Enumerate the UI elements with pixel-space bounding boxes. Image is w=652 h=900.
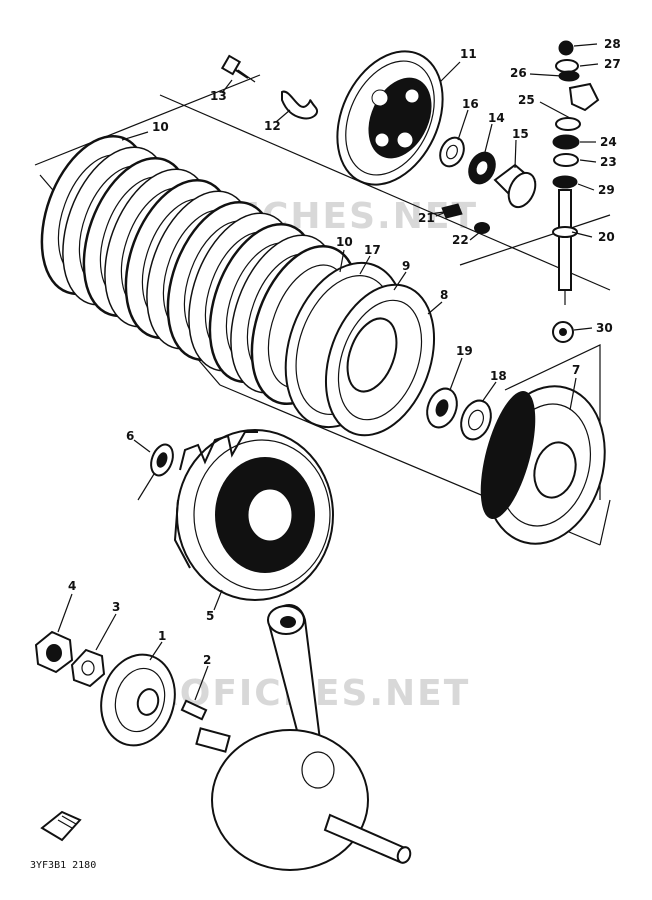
- callout-3: 3: [112, 600, 120, 614]
- clutch-spring: [281, 90, 318, 120]
- nut-22: [474, 222, 490, 234]
- callout-22: 22: [452, 233, 469, 247]
- callout-13: 13: [210, 89, 227, 103]
- callout-4: 4: [68, 579, 76, 593]
- clutch-bolt: [220, 54, 256, 83]
- callout-18: 18: [490, 369, 507, 383]
- nut-4: [34, 630, 74, 674]
- drawing-code: 3YF3B1 2180: [30, 860, 96, 871]
- pressure-plate: [336, 50, 444, 186]
- thrust-washer-6: [150, 443, 174, 477]
- clutch-housing: [173, 429, 334, 601]
- primary-drive-gear-1: [100, 653, 176, 747]
- callout-14: 14: [488, 111, 505, 125]
- washer-18: [460, 399, 492, 441]
- callout-30: 30: [596, 321, 613, 335]
- callout-11: 11: [460, 47, 477, 61]
- callout-25: 25: [518, 93, 535, 107]
- callout-20: 20: [598, 230, 615, 244]
- primary-driven-gear: [480, 385, 606, 545]
- bearing-14: [468, 151, 496, 185]
- callouts: 28 27 26 25 24 23 29 20 30 11 16 14 15 1…: [68, 37, 621, 667]
- bearing-19: [426, 387, 458, 429]
- callout-26: 26: [510, 66, 527, 80]
- callout-29: 29: [598, 183, 615, 197]
- push-rod-piece-15: [493, 163, 537, 209]
- callout-28: 28: [604, 37, 621, 51]
- crankshaft: [195, 604, 412, 871]
- callout-16: 16: [462, 97, 479, 111]
- callout-17: 17: [364, 243, 381, 257]
- callout-1: 1: [158, 629, 166, 643]
- washer-16: [439, 136, 465, 168]
- screw-21: [429, 203, 463, 219]
- front-arrow-icon: [40, 810, 82, 842]
- callout-8: 8: [440, 288, 448, 302]
- push-lever-assembly: [552, 40, 600, 343]
- callout-19: 19: [456, 344, 473, 358]
- clutch-boss: [284, 261, 436, 437]
- callout-23: 23: [600, 155, 617, 169]
- callout-24: 24: [600, 135, 617, 149]
- callout-27: 27: [604, 57, 621, 71]
- callout-21: 21: [418, 211, 435, 225]
- woodruff-key-2: [180, 699, 208, 721]
- callout-6: 6: [126, 429, 134, 443]
- callout-10-mid: 10: [336, 235, 353, 249]
- callout-7: 7: [572, 363, 580, 377]
- leader-lines: [57, 43, 599, 701]
- callout-9: 9: [402, 259, 410, 273]
- callout-2: 2: [203, 653, 211, 667]
- callout-5: 5: [206, 609, 214, 623]
- lock-washer-3: [70, 648, 106, 688]
- callout-15: 15: [512, 127, 529, 141]
- callout-12: 12: [264, 119, 281, 133]
- callout-10-top: 10: [152, 120, 169, 134]
